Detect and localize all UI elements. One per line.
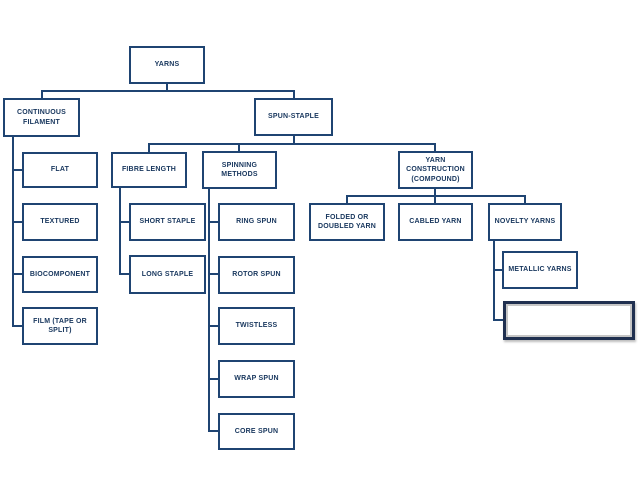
node-novelty-yarns: NOVELTY YARNS <box>488 203 562 241</box>
node-continuous-filament: CONTINUOUS FILAMENT <box>3 98 80 137</box>
connector-drop-novelty-yarns <box>524 195 526 203</box>
connector-fibre-length-hang <box>119 188 121 275</box>
connector-stub-wrap-spun <box>208 378 218 380</box>
connector-drop-folded-doubled <box>346 195 348 203</box>
connector-spun-staple-stem <box>293 136 295 145</box>
node-yarn-construction: YARN CONSTRUCTION (COMPOUND) <box>398 151 473 189</box>
node-metallic-yarns: METALLIC YARNS <box>502 251 578 289</box>
node-rotor-spun: ROTOR SPUN <box>218 256 295 294</box>
node-spinning-methods: SPINNING METHODS <box>202 151 277 189</box>
connector-stub-empty-box <box>493 319 503 321</box>
connector-stub-short-staple <box>119 221 129 223</box>
node-film-tape-or-split: FILM (TAPE OR SPLIT) <box>22 307 98 345</box>
connector-stub-rotor-spun <box>208 273 218 275</box>
node-ring-spun: RING SPUN <box>218 203 295 241</box>
connector-drop-continuous-filament <box>41 90 43 98</box>
node-biocomponent: BIOCOMPONENT <box>22 256 98 293</box>
connector-stub-metallic-yarns <box>493 269 502 271</box>
connector-drop-spun-staple <box>293 90 295 98</box>
node-fibre-length: FIBRE LENGTH <box>111 152 187 188</box>
node-wrap-spun: WRAP SPUN <box>218 360 295 398</box>
connector-yarns-stem <box>166 84 168 92</box>
node-short-staple: SHORT STAPLE <box>129 203 206 241</box>
node-textured: TEXTURED <box>22 203 98 241</box>
connector-stub-long-staple <box>119 273 129 275</box>
node-twistless: TWISTLESS <box>218 307 295 345</box>
connector-novelty-yarns-hang <box>493 240 495 321</box>
connector-mid-horizontal <box>148 143 436 145</box>
connector-stub-core-spun <box>208 430 218 432</box>
node-empty-textbox[interactable] <box>503 301 635 340</box>
node-spun-staple: SPUN-STAPLE <box>254 98 333 136</box>
node-flat: FLAT <box>22 152 98 188</box>
connector-stub-twistless <box>208 325 218 327</box>
node-folded-doubled-yarn: FOLDED OR DOUBLED YARN <box>309 203 385 241</box>
connector-stub-biocomponent <box>12 273 22 275</box>
connector-stub-flat <box>12 169 22 171</box>
connector-drop-spinning-methods <box>238 143 240 151</box>
connector-top-horizontal <box>41 90 295 92</box>
node-yarns: YARNS <box>129 46 205 84</box>
connector-continuous-filament-hang <box>12 136 14 327</box>
node-long-staple: LONG STAPLE <box>129 255 206 294</box>
connector-spinning-methods-hang <box>208 189 210 432</box>
connector-drop-fibre-length <box>148 143 150 152</box>
connector-yarn-construction-stem <box>434 189 436 197</box>
connector-stub-film <box>12 325 22 327</box>
connector-stub-textured <box>12 221 22 223</box>
connector-stub-ring-spun <box>208 221 218 223</box>
node-core-spun: CORE SPUN <box>218 413 295 450</box>
connector-drop-cabled-yarn <box>434 195 436 203</box>
connector-low-horizontal <box>346 195 526 197</box>
node-cabled-yarn: CABLED YARN <box>398 203 473 241</box>
connector-drop-yarn-construction <box>434 143 436 151</box>
